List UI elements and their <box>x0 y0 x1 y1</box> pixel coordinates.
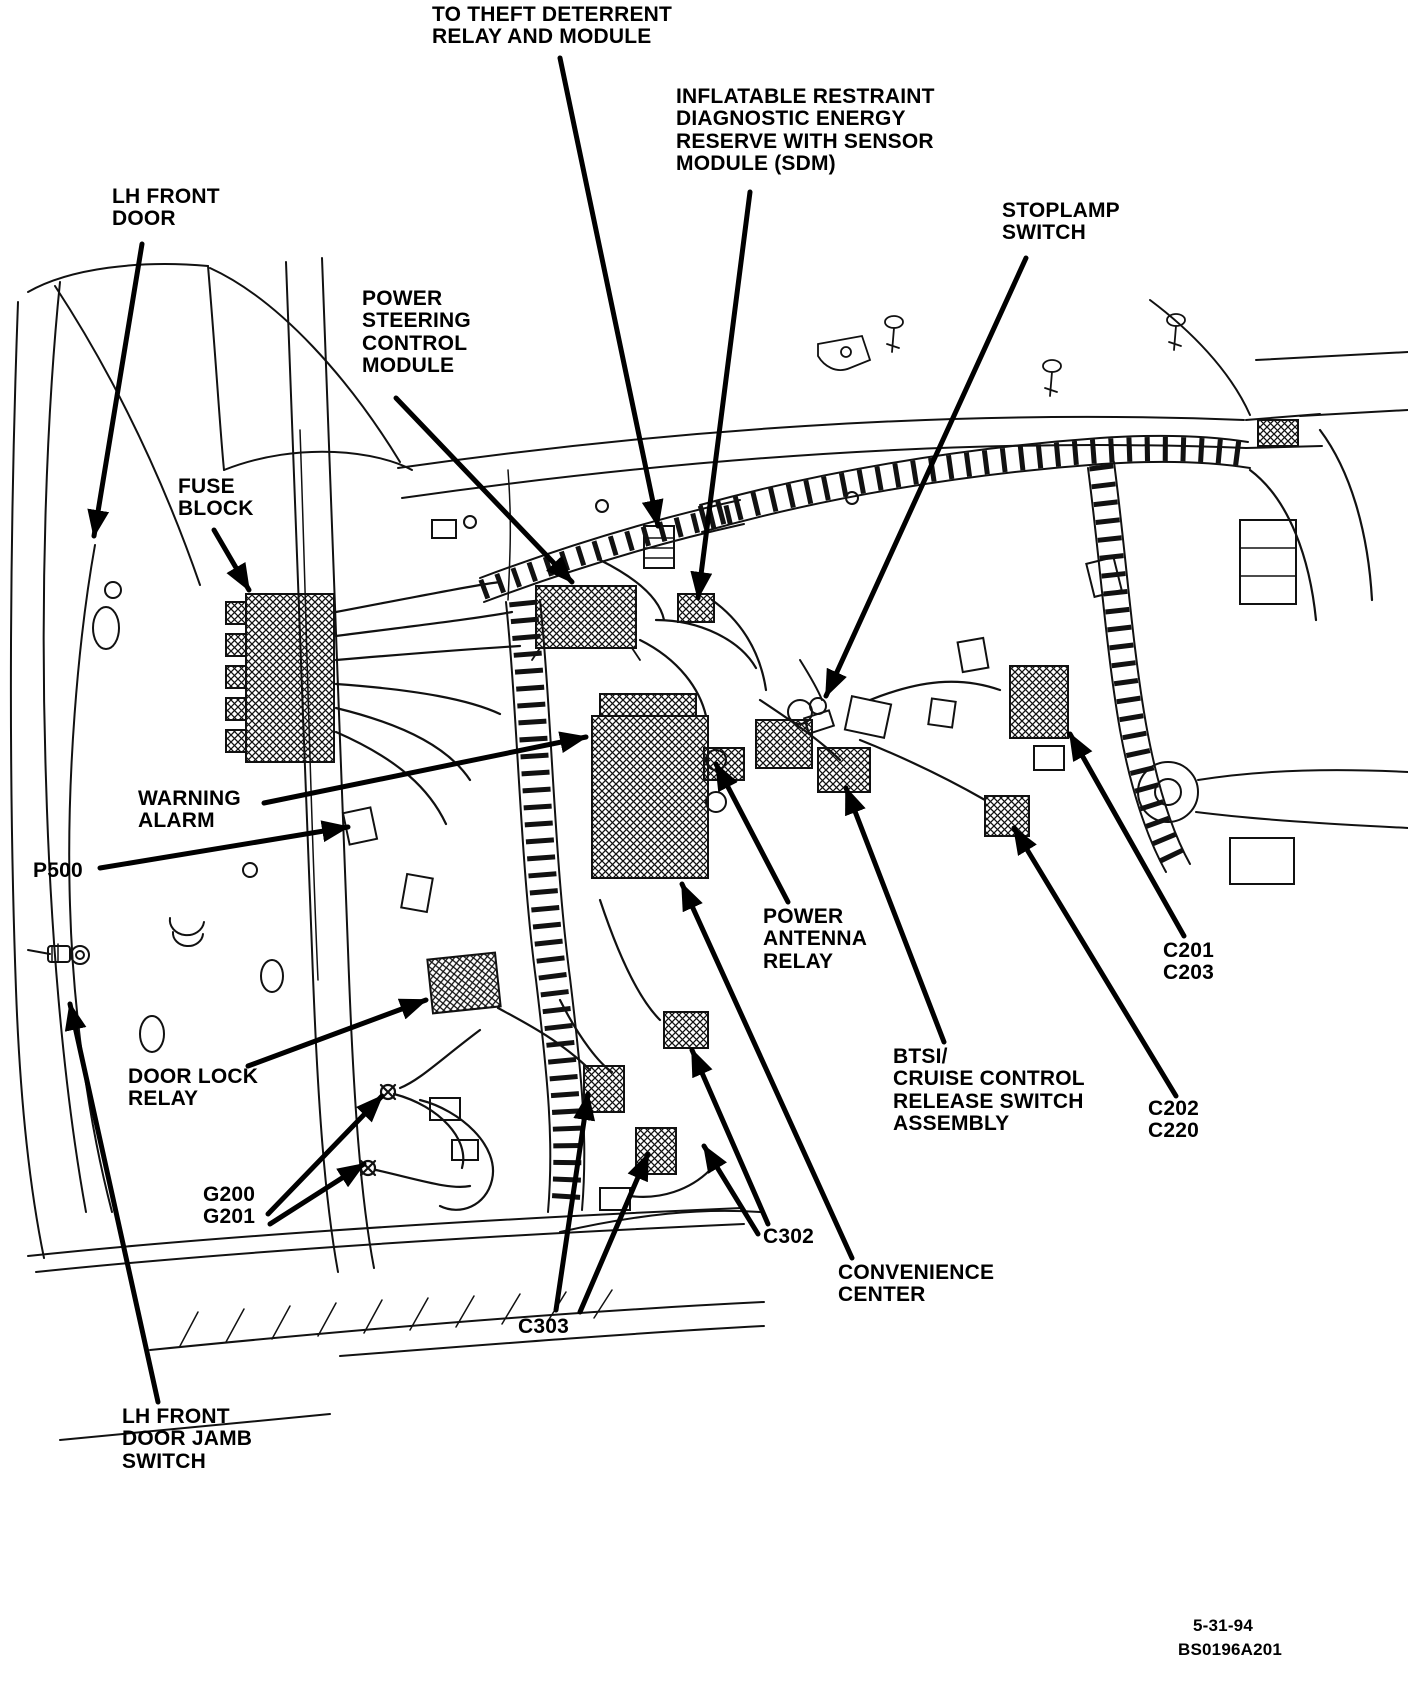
arrow-stoplamp-switch <box>823 255 1029 699</box>
label-warning-alarm: WARNING ALARM <box>138 787 241 833</box>
arrow-c302-upper <box>689 1047 771 1227</box>
label-pscm: POWER STEERING CONTROL MODULE <box>362 287 471 378</box>
label-btsi: BTSI/ CRUISE CONTROL RELEASE SWITCH ASSE… <box>893 1045 1085 1136</box>
arrow-door-jamb-switch <box>64 1001 161 1405</box>
label-fuse-block: FUSE BLOCK <box>178 475 254 521</box>
label-door-lock-relay: DOOR LOCK RELAY <box>128 1065 259 1111</box>
label-lh-front-door: LH FRONT DOOR <box>112 185 220 231</box>
arrow-lh-front-door <box>87 241 145 539</box>
arrow-c302-lower <box>701 1143 761 1237</box>
power-steering-control-module-art <box>531 585 641 661</box>
wiring-art <box>334 428 1374 1211</box>
fuse-block-art <box>225 593 335 763</box>
label-c302: C302 <box>763 1225 815 1248</box>
arrow-c303-upper <box>553 1091 596 1313</box>
callout-arrows <box>64 55 1187 1405</box>
door-jamb-switch-art <box>27 943 90 965</box>
label-c202-c220: C202 C220 <box>1148 1097 1200 1143</box>
label-stoplamp-switch: STOPLAMP SWITCH <box>1002 199 1120 245</box>
arrow-pscm <box>393 395 575 585</box>
label-power-antenna-relay: POWER ANTENNA RELAY <box>763 905 868 973</box>
label-c201-c203: C201 C203 <box>1163 939 1215 985</box>
harness-door-vertical-art <box>505 599 586 1213</box>
harness-mid-diagonal-art <box>478 499 745 603</box>
label-convenience-center: CONVENIENCE CENTER <box>838 1261 995 1307</box>
arrow-warning-alarm <box>261 731 589 806</box>
arrow-c201-c203 <box>1067 731 1187 939</box>
steering-column-art <box>1137 519 1408 885</box>
harness-top-right-art <box>697 434 1251 533</box>
lower-connectors-art <box>429 1011 709 1211</box>
relay-cluster-art <box>703 695 893 793</box>
arrow-p500 <box>97 820 351 871</box>
door-lock-relay-art <box>426 951 502 1015</box>
arrow-sdm <box>690 189 753 601</box>
arrow-theft-deterrent <box>557 55 664 529</box>
arrow-c202-c220 <box>1011 825 1179 1099</box>
arrow-door-lock-relay <box>245 997 429 1069</box>
label-g200-g201: G200 G201 <box>203 1183 256 1229</box>
label-c303: C303 <box>518 1315 570 1338</box>
figure-date: 5-31-94 <box>1193 1616 1253 1635</box>
arrow-power-antenna-relay <box>713 761 791 905</box>
door-structure-art <box>9 257 413 1273</box>
arrow-c303-lower <box>577 1151 651 1315</box>
figure-code: BS0196A201 <box>1178 1640 1283 1659</box>
arrow-g200-lower <box>267 1161 367 1227</box>
arrow-fuse-block <box>211 527 252 593</box>
label-p500: P500 <box>33 859 83 882</box>
harness-right-vertical-art <box>1087 461 1191 874</box>
screws-art <box>817 313 1186 397</box>
p500-connector-art <box>341 806 434 914</box>
right-connectors-art <box>927 419 1299 837</box>
arrow-g200-upper <box>265 1093 385 1217</box>
convenience-center-art <box>591 693 727 879</box>
label-theft-deterrent: TO THEFT DETERRENT RELAY AND MODULE <box>432 3 673 49</box>
arrow-btsi <box>843 785 947 1045</box>
label-door-jamb-switch: LH FRONT DOOR JAMB SWITCH <box>122 1405 253 1473</box>
arrow-convenience-center <box>679 881 855 1261</box>
label-sdm: INFLATABLE RESTRAINT DIAGNOSTIC ENERGY R… <box>676 85 935 176</box>
